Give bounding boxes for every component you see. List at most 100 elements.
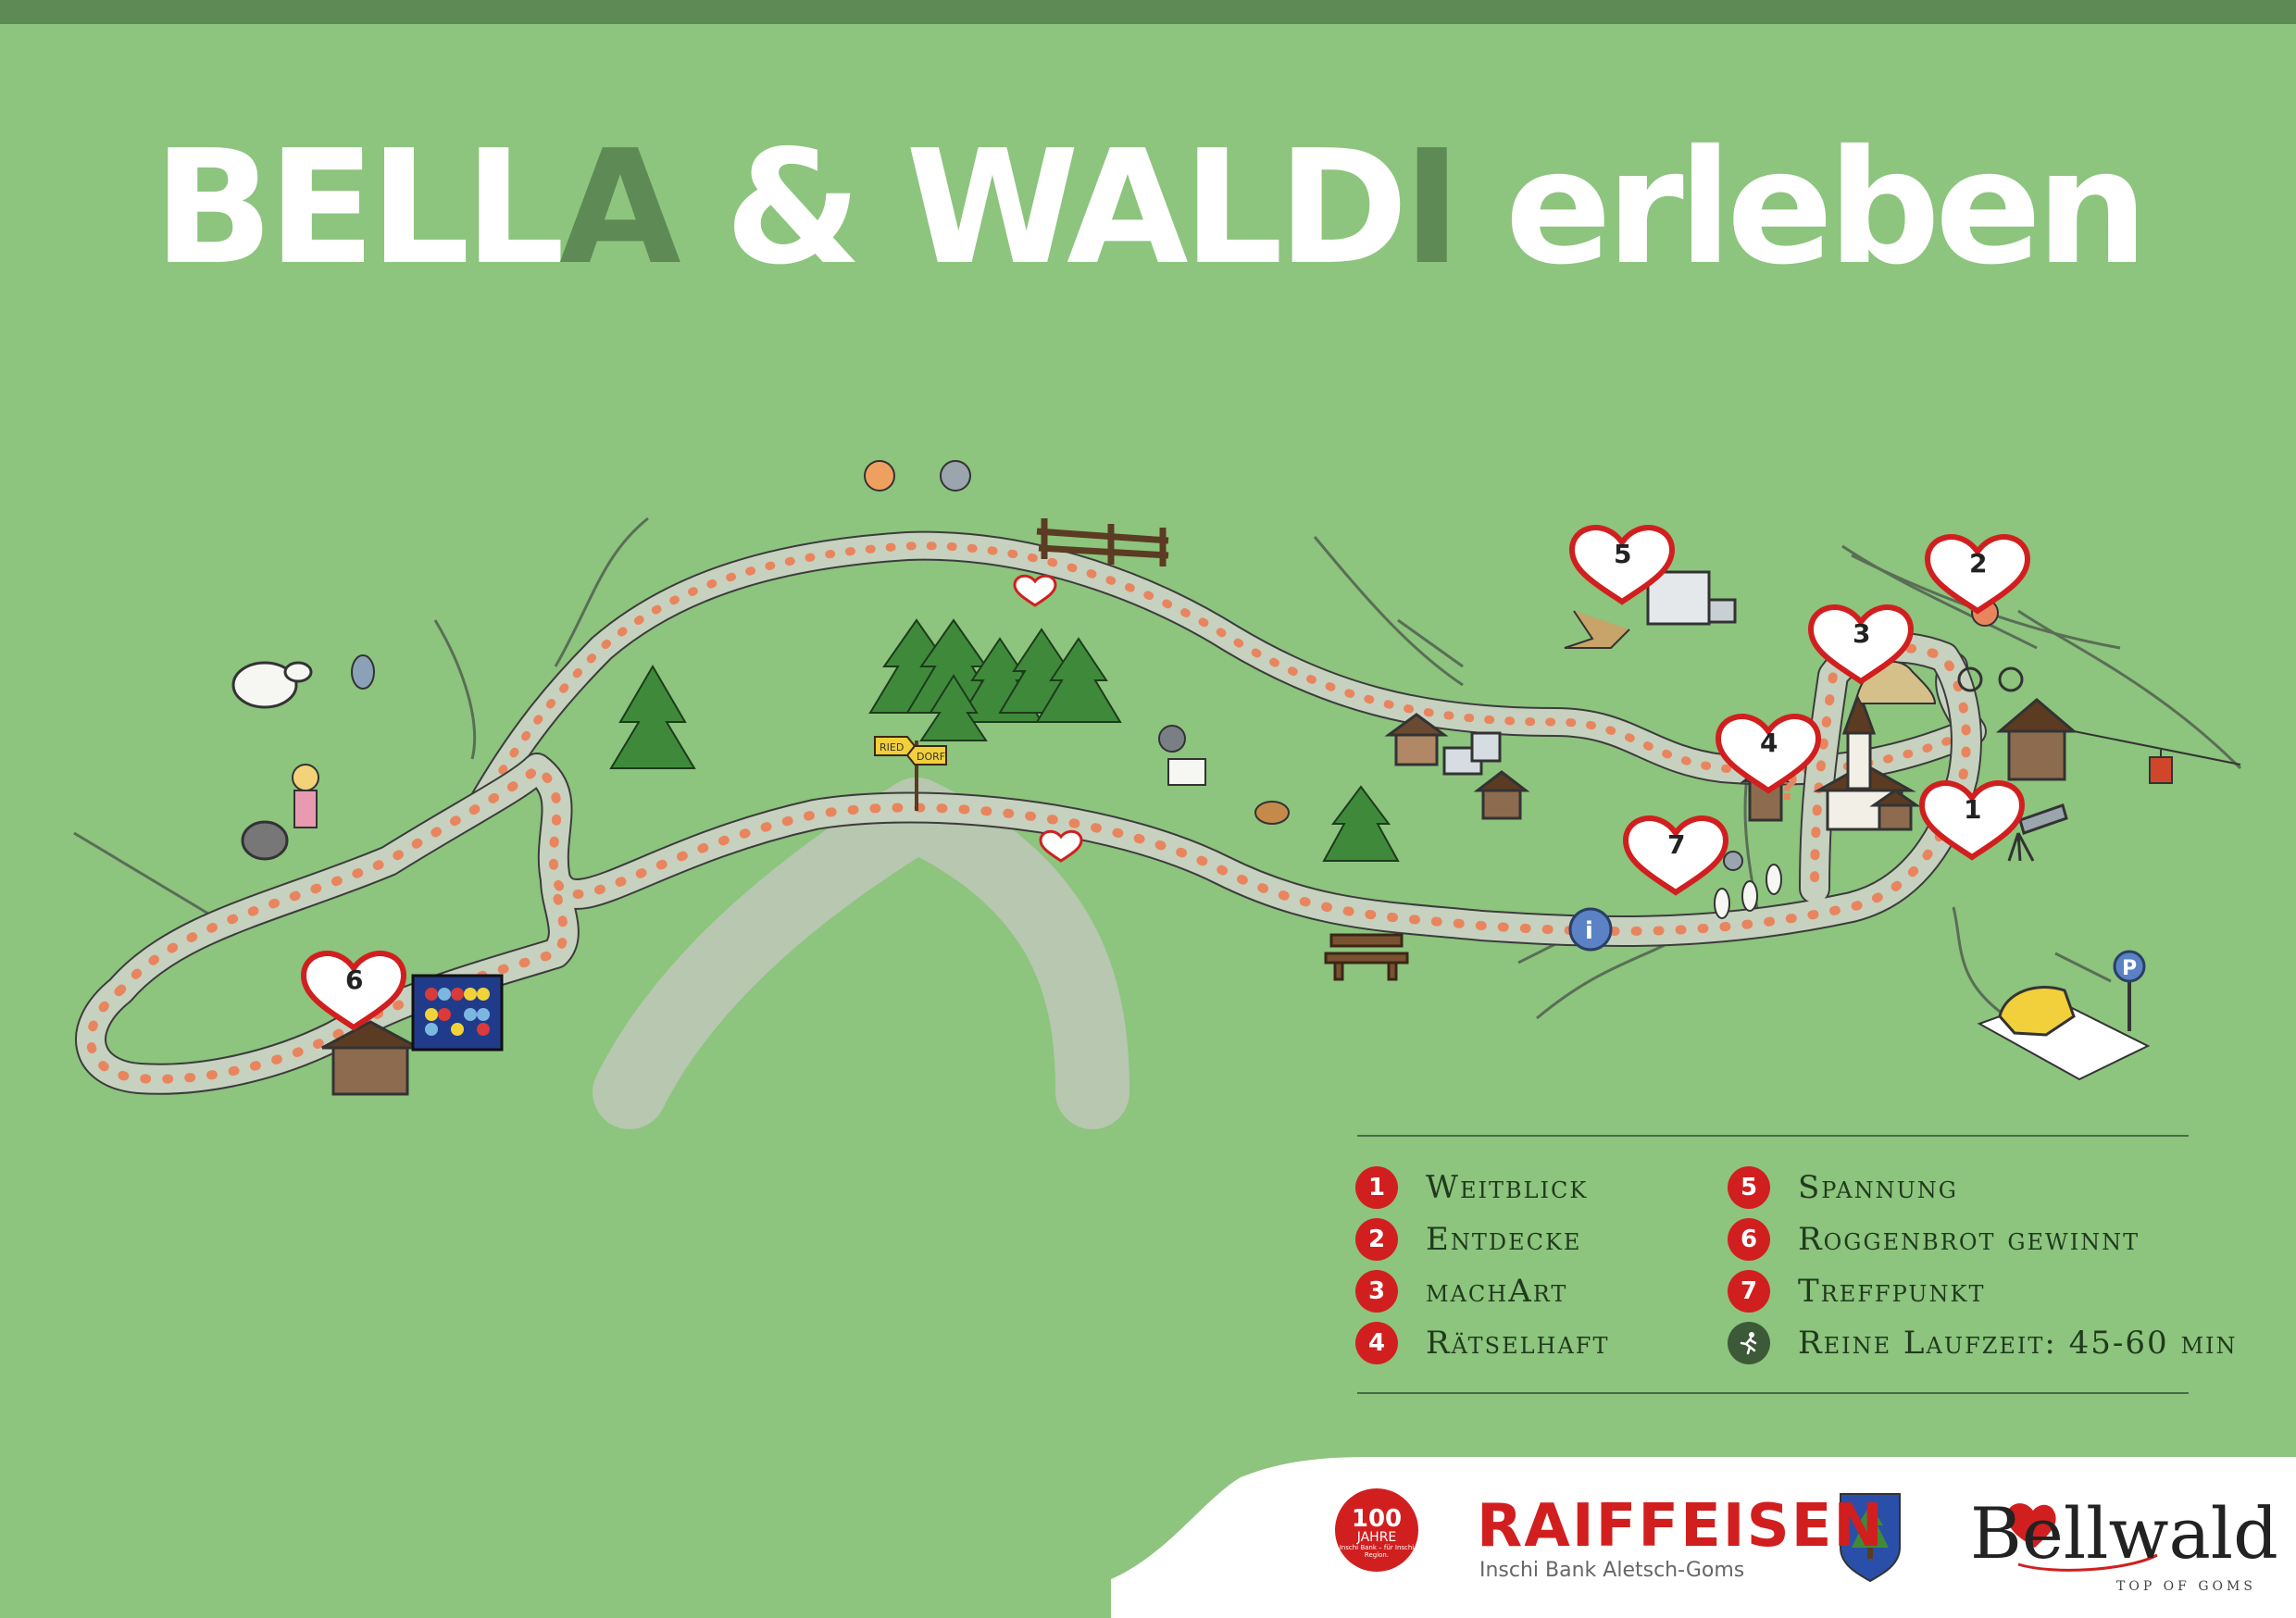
- bellwald-tagline: TOP OF GOMS: [2116, 1579, 2256, 1594]
- legend-number-badge: 5: [1728, 1166, 1770, 1209]
- legend-number-badge: 2: [1355, 1218, 1398, 1261]
- bench: [1324, 933, 1409, 981]
- footer-background: [1111, 1457, 2296, 1618]
- chalet-icon: [1995, 698, 2078, 781]
- modern-building-icon: [1646, 570, 1737, 626]
- coat-of-arms-icon: [1840, 1493, 1901, 1583]
- signpost-label: RIED: [880, 741, 904, 753]
- legend-item-5: 5 Spannung: [1728, 1166, 1958, 1209]
- legend-number-badge: 7: [1728, 1270, 1770, 1313]
- legend-label: Entdecke: [1426, 1221, 1582, 1258]
- station-heart-label: 7: [1667, 829, 1685, 860]
- station-heart-label: 6: [345, 965, 363, 995]
- hiker-icon: [1158, 725, 1186, 753]
- chalet-icon: [321, 1020, 419, 1096]
- forest-trees: [609, 618, 1400, 862]
- station-heart-1: 1: [1918, 780, 2026, 861]
- stroller-icon: [241, 820, 289, 861]
- child-icon: [864, 460, 895, 492]
- legend-label: Roggenbrot gewinnt: [1798, 1221, 2140, 1258]
- top-bar: [0, 0, 2296, 24]
- car-icon: [1998, 986, 2076, 1037]
- valley-path: [593, 778, 1129, 1129]
- telescope-icon: [2007, 803, 2068, 862]
- chalet-icon: [1473, 770, 1530, 820]
- connect-four-game: [411, 974, 504, 1052]
- title-part: & WALD: [675, 117, 1408, 300]
- pine-tree-icon: [1035, 637, 1122, 723]
- signpost: RIED DORF: [874, 736, 947, 811]
- pine-tree-icon: [609, 665, 696, 769]
- legend-item-7: 7 Treffpunkt: [1728, 1270, 1985, 1313]
- sheep-icon: [231, 661, 298, 709]
- page-title: BELLA & WALDI erleben: [0, 130, 2296, 287]
- station-heart-label: 4: [1760, 728, 1778, 758]
- legend-label: Rätselhaft: [1426, 1325, 1610, 1362]
- legend-number-badge: 1: [1355, 1166, 1398, 1209]
- legend-item-3: 3 machArt: [1355, 1270, 1567, 1313]
- rabbit-icon: [351, 654, 375, 690]
- legend-divider-top: [1357, 1135, 2189, 1137]
- fence: [1036, 518, 1169, 566]
- duration-label: Reine Laufzeit: 45-60 min: [1798, 1325, 2238, 1362]
- station-heart-label: 5: [1614, 539, 1631, 569]
- station-heart-6: 6: [300, 951, 407, 1031]
- bowling-pins-icon: [1714, 851, 1782, 919]
- raiffeisen-logo: RAIFFEISEN: [1477, 1492, 1885, 1561]
- legend-label: Treffpunkt: [1798, 1273, 1986, 1310]
- runner-icon: [1728, 1322, 1770, 1364]
- legend-divider-bottom: [1357, 1392, 2189, 1394]
- station-hearts: 1 2 3 4 5 6 7: [300, 525, 2031, 1031]
- illustrations: ?: [231, 460, 2024, 919]
- mother-icon: [292, 764, 319, 791]
- legend-label: Spannung: [1798, 1169, 1958, 1206]
- title-part: erleben: [1455, 117, 2149, 300]
- title-part: BELL: [153, 117, 565, 300]
- station-heart-5: 5: [1568, 525, 1676, 605]
- bellwald-logo: Bellwald: [1970, 1492, 2278, 1574]
- jubilee-text: Inschi Bank – für Inschi Region.: [1339, 1544, 1415, 1560]
- signpost-label: DORF: [917, 751, 945, 763]
- jubilee-number: 100: [1351, 1505, 1403, 1533]
- path-heart-icons: [1013, 574, 1083, 863]
- child-icon: [940, 460, 971, 492]
- path-heart-icon: [1013, 574, 1057, 607]
- title-accent-letter: I: [1403, 117, 1461, 300]
- station-heart-label: 1: [1964, 794, 1981, 825]
- legend-label: Weitblick: [1426, 1169, 1589, 1206]
- parking-icon: P: [2122, 957, 2137, 980]
- jubilee-word: JAHRE: [1356, 1530, 1397, 1545]
- legend-label: machArt: [1426, 1273, 1568, 1310]
- cable-car-icon: [2073, 730, 2241, 784]
- legend-number-badge: 3: [1355, 1270, 1398, 1313]
- legend-item-duration: Reine Laufzeit: 45-60 min: [1728, 1322, 2238, 1364]
- chalet-icon: [1384, 713, 1449, 766]
- station-heart-4: 4: [1715, 714, 1822, 794]
- legend-number-badge: 6: [1728, 1218, 1770, 1261]
- title-accent-letter: A: [559, 117, 681, 300]
- house-icon: [1442, 731, 1502, 776]
- info-icon: i: [1585, 917, 1593, 945]
- station-heart-label: 3: [1853, 618, 1870, 649]
- bellwald-logo-icon: [2006, 1503, 2158, 1572]
- pine-tree-icon: [1322, 785, 1400, 862]
- raiffeisen-subtitle: Inschi Bank Aletsch-Goms: [1479, 1559, 1745, 1582]
- legend-item-2: 2 Entdecke: [1355, 1218, 1581, 1261]
- slackline-icon: [1564, 610, 1630, 649]
- chalet-icon: [1869, 789, 1921, 831]
- jubilee-badge: 100 JAHRE Inschi Bank – für Inschi Regio…: [1335, 1488, 1418, 1572]
- legend-item-1: 1 Weitblick: [1355, 1166, 1588, 1209]
- dog-icon: [1254, 801, 1290, 825]
- pine-tree-icon: [919, 674, 988, 741]
- legend-number-badge: 4: [1355, 1322, 1398, 1364]
- village-buildings: [321, 570, 2078, 1096]
- station-heart-3: 3: [1807, 604, 1915, 685]
- legend-item-6: 6 Roggenbrot gewinnt: [1728, 1218, 2140, 1261]
- path-heart-icon: [1039, 829, 1083, 863]
- station-heart-7: 7: [1622, 815, 1729, 896]
- parking-area: P: [1977, 950, 2151, 1081]
- station-heart-label: 2: [1969, 548, 1987, 579]
- station-heart-2: 2: [1924, 534, 2031, 615]
